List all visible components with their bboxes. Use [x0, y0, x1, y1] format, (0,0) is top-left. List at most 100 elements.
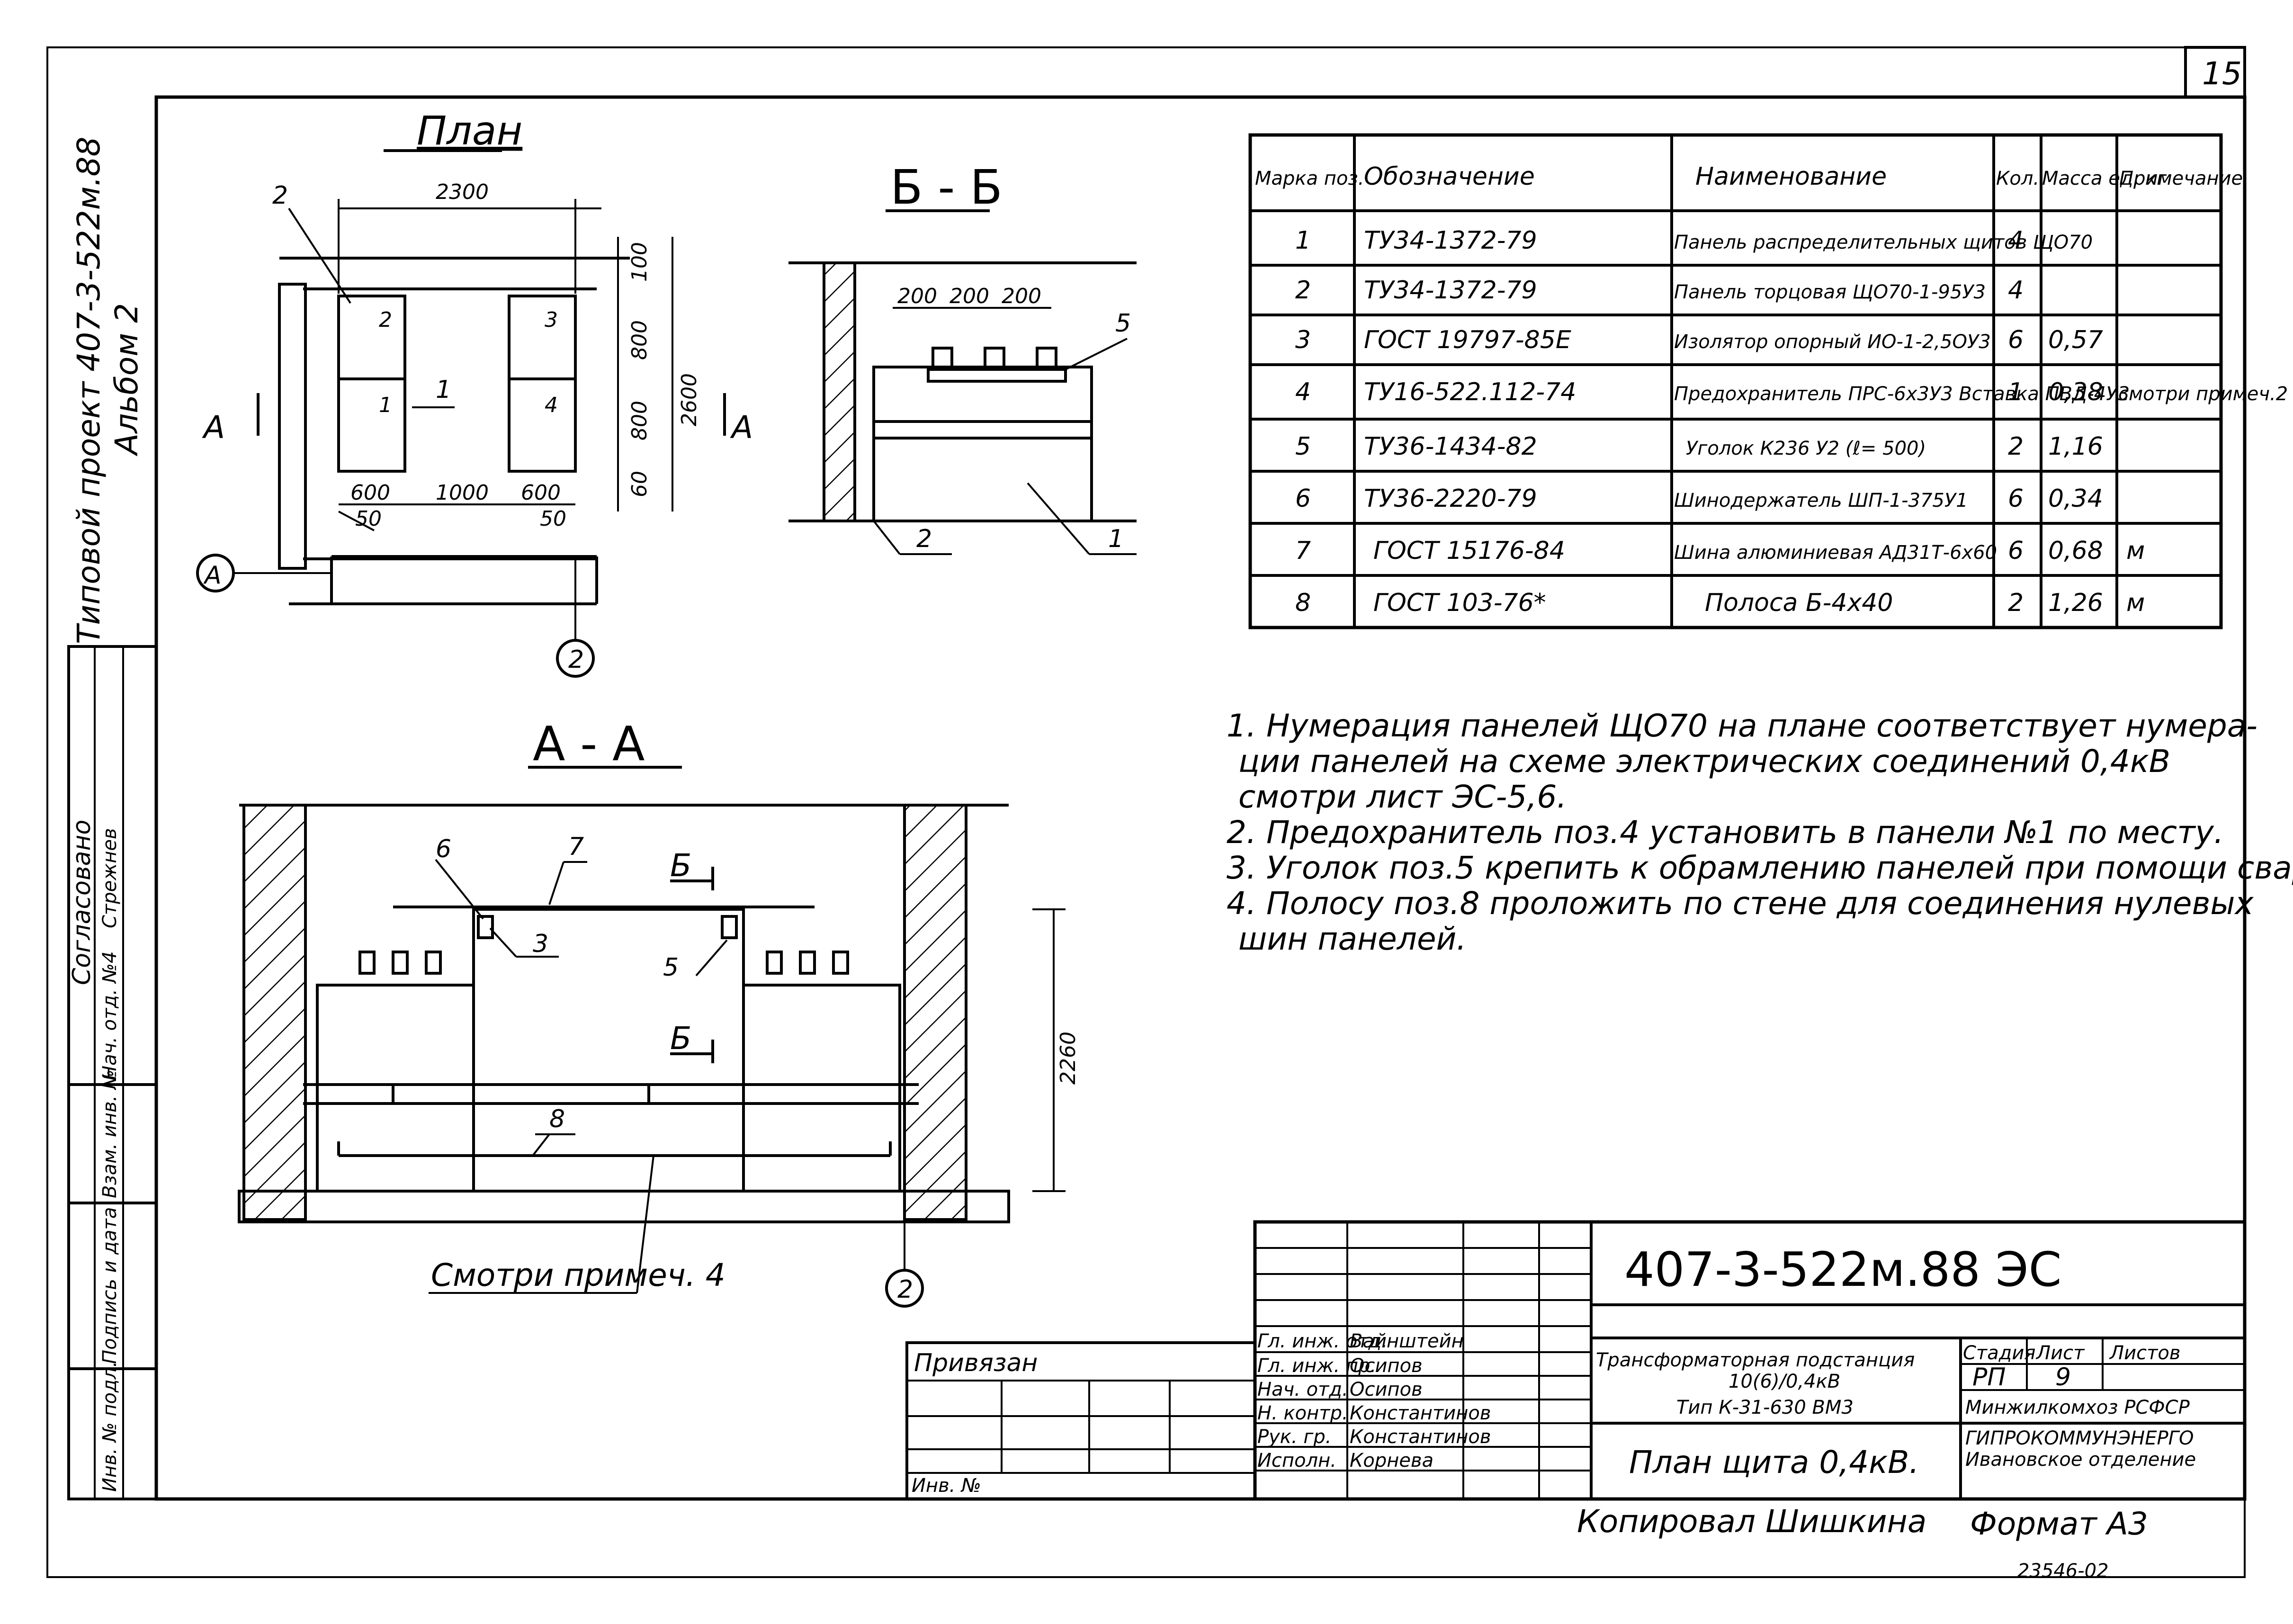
- aa-cut-b-top: Б: [670, 847, 691, 884]
- tb-object-line1: Трансформаторная подстанция: [1596, 1349, 1915, 1371]
- aa-axis-2: 2: [897, 1275, 913, 1304]
- table-row: 8 ГОСТ 103-76* Полоса Б-4х40 2 1,26 м: [1295, 589, 2145, 617]
- left-stamp-strip: [67, 645, 158, 1500]
- svg-text:6: 6: [2008, 485, 2024, 513]
- svg-text:3: 3: [1295, 326, 1311, 354]
- svg-text:Шинодержатель ШП-1-375У1: Шинодержатель ШП-1-375У1: [1674, 490, 1968, 511]
- notes-block: 1. Нумерация панелей ЩО70 на плане соотв…: [1227, 708, 2293, 957]
- tb-sheet-title: План щита 0,4кВ.: [1629, 1444, 1919, 1480]
- svg-text:Предохранитель ПРС-6х3У3 Встав: Предохранитель ПРС-6х3У3 Вставка ПВД-4У3: [1674, 383, 2130, 405]
- agreed-label: Согласовано: [68, 820, 96, 985]
- svg-text:ТУ34-1372-79: ТУ34-1372-79: [1364, 276, 1537, 305]
- album-label: Альбом 2: [108, 303, 145, 457]
- plan-title: План: [417, 108, 522, 154]
- bb-dim-b: 200: [949, 284, 989, 308]
- inv-orig-label: Взам. инв. №: [99, 1069, 121, 1198]
- tb-tied: Привязан: [914, 1349, 1038, 1377]
- plan-axis-a: А: [203, 561, 222, 590]
- plan-view: План 2300 2 1 3 4 2 1 600 1000 600: [196, 108, 753, 678]
- svg-text:ТУ36-2220-79: ТУ36-2220-79: [1364, 485, 1537, 513]
- svg-text:1: 1: [2008, 378, 2024, 406]
- copied-by: Копировал Шишкина: [1577, 1503, 1926, 1540]
- tb-doc-code: 407-3-522м.88 ЭС: [1624, 1242, 2061, 1297]
- page-number-box: [2184, 46, 2246, 99]
- svg-text:0,38: 0,38: [2048, 378, 2103, 406]
- note-line: 1. Нумерация панелей ЩО70 на плане соотв…: [1227, 708, 2257, 744]
- plan-panel-right: [508, 295, 577, 473]
- table-row: 7 ГОСТ 15176-84 Шина алюминиевая АД31Т-6…: [1295, 537, 2145, 565]
- tb-role: Исполн.: [1257, 1450, 1336, 1471]
- tb-name: Константинов: [1350, 1402, 1491, 1424]
- plan-section-left: А: [202, 409, 225, 446]
- th-mass: Масса ед. кг: [2042, 168, 2167, 189]
- svg-text:0,57: 0,57: [2048, 326, 2103, 354]
- svg-text:Панель распределительных щитов: Панель распределительных щитов ЩО70: [1674, 232, 2093, 253]
- svg-text:м: м: [2126, 537, 2145, 565]
- svg-text:4: 4: [1295, 378, 1311, 406]
- tb-name: Осипов: [1350, 1379, 1423, 1400]
- plan-dim-width: 2300: [436, 180, 489, 204]
- svg-text:5: 5: [1295, 432, 1311, 461]
- title-block: Привязан Инв. № Гл. инж. отд. Гл. инж. п…: [905, 1220, 2247, 1501]
- table-row: 6 ТУ36-2220-79 Шинодержатель ШП-1-375У1 …: [1295, 485, 2103, 513]
- svg-text:2: 2: [1295, 276, 1311, 305]
- svg-text:6: 6: [2008, 326, 2024, 354]
- bb-title: Б - Б: [890, 160, 1003, 215]
- tb-name: Корнева: [1350, 1450, 1433, 1471]
- dept-head-name: Стрежнев: [99, 828, 121, 928]
- svg-text:1,26: 1,26: [2048, 589, 2103, 617]
- svg-text:0,68: 0,68: [2048, 537, 2103, 565]
- plan-cell-1: 1: [379, 393, 392, 417]
- aa-wall-left: [242, 804, 307, 1221]
- table-row: 1 ТУ34-1372-79 Панель распределительных …: [1295, 226, 2093, 255]
- tb-name: Осипов: [1350, 1355, 1423, 1377]
- bb-callout-5: 5: [1115, 309, 1131, 338]
- tb-name: Вайнштейн: [1350, 1330, 1464, 1352]
- aa-panel-left: [316, 984, 475, 1193]
- tb-role: Рук. гр.: [1257, 1426, 1332, 1448]
- aa-cut-b-bottom: Б: [670, 1020, 691, 1057]
- svg-text:ГОСТ 15176-84: ГОСТ 15176-84: [1373, 537, 1565, 565]
- svg-text:4: 4: [2008, 276, 2024, 305]
- svg-text:Уголок К236 У2 (ℓ= 500): Уголок К236 У2 (ℓ= 500): [1686, 438, 1926, 459]
- format-label: Формат А3: [1970, 1506, 2148, 1542]
- aa-callout-8: 8: [549, 1105, 565, 1133]
- aa-title: А - А: [533, 716, 645, 772]
- svg-text:ГОСТ 103-76*: ГОСТ 103-76*: [1373, 589, 1546, 617]
- svg-text:Панель торцовая ЩО70-1-95У3: Панель торцовая ЩО70-1-95У3: [1674, 281, 1986, 303]
- tb-sheets-h: Листов: [2109, 1342, 2180, 1364]
- svg-text:2: 2: [2008, 589, 2024, 617]
- aa-callout-3: 3: [533, 930, 548, 958]
- table-row: 5 ТУ36-1434-82 Уголок К236 У2 (ℓ= 500) 2…: [1295, 432, 2103, 461]
- outer-frame: [46, 46, 2246, 1578]
- project-label: Типовой проект 407-3-522м.88: [71, 136, 107, 644]
- svg-text:6: 6: [2008, 537, 2024, 565]
- aa-note-ref: Смотри примеч. 4: [431, 1257, 726, 1293]
- tb-org1: Минжилкомхоз РСФСР: [1965, 1397, 2190, 1418]
- th-qty: Кол.: [1996, 168, 2039, 189]
- sign-date-label: Подпись и дата: [99, 1207, 121, 1364]
- aa-wall-right: [903, 804, 967, 1221]
- aa-dim-height: 2260: [1056, 1032, 1080, 1085]
- note-line: 2. Предохранитель поз.4 установить в пан…: [1227, 814, 2224, 851]
- th-name: Наименование: [1695, 162, 1887, 191]
- tb-object-line3: Тип К-31-630 ВМ3: [1676, 1397, 1854, 1418]
- svg-text:ТУ16-522.112-74: ТУ16-522.112-74: [1364, 378, 1576, 406]
- tb-org3: Ивановское отделение: [1965, 1449, 2196, 1471]
- svg-text:м: м: [2126, 589, 2145, 617]
- tb-sheet: 9: [2055, 1363, 2071, 1391]
- svg-text:4: 4: [2008, 226, 2024, 255]
- plan-dim-50b: 50: [540, 507, 566, 531]
- svg-text:1: 1: [1295, 226, 1311, 255]
- note-line: смотри лист ЭС-5,6.: [1238, 779, 1567, 815]
- plan-cell-3: 3: [545, 308, 558, 332]
- plan-dim-height: 2600: [677, 373, 701, 426]
- plan-dim-60: 60: [627, 471, 652, 497]
- section-aa-view: А - А 7 6 3 5 Б: [238, 716, 1080, 1308]
- aa-callout-6: 6: [436, 835, 451, 863]
- svg-text:0,34: 0,34: [2048, 485, 2103, 513]
- plan-dim-600b: 600: [521, 481, 561, 505]
- plan-dim-50a: 50: [355, 507, 382, 531]
- plan-dim-100: 100: [627, 242, 652, 282]
